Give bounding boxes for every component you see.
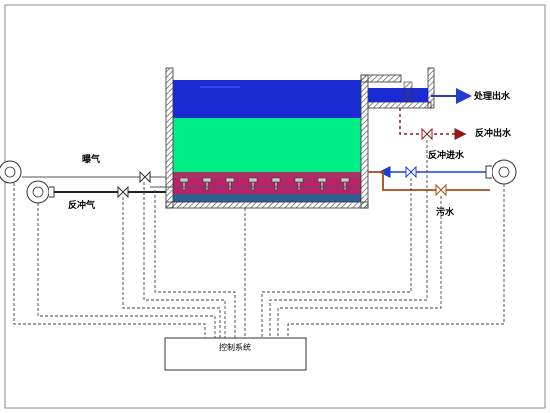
nozzle-layer [173,178,361,194]
tank-floor [165,201,369,209]
label-backwash-air: 反冲气 [68,199,95,211]
label-control: 控制系统 [219,342,251,352]
label-backwash-in: 反冲进水 [428,149,465,161]
blower-icon[interactable] [0,160,22,184]
aeration-line: 曝气 [0,153,166,184]
control-system[interactable]: 控制系统 [164,337,307,371]
backwash-outlet: 反冲出水 [399,108,512,141]
valve-icon[interactable] [405,165,417,179]
filter-tank [150,67,435,209]
valve-icon[interactable] [435,183,447,197]
media-layer [173,118,361,172]
sewage-inlet: 污水 [368,171,490,218]
control-signal-lines [13,140,505,338]
control-box[interactable] [164,337,307,371]
trough-bottom [367,101,432,109]
valve-icon[interactable] [421,127,433,141]
trough-outer-wall [427,67,435,109]
arrow-icon [399,108,467,140]
valve-icon[interactable] [117,185,129,199]
valve-icon[interactable] [139,170,151,184]
treated-outlet: 处理出水 [431,88,511,104]
sewage-pipe [368,171,490,191]
water-layer [173,80,361,118]
label-aeration: 曝气 [82,153,100,165]
trough-top [360,74,402,83]
right-wall [360,74,369,209]
label-sewage: 污水 [436,206,455,218]
support-layer [173,172,361,178]
frame-border [4,4,546,409]
label-treated-out: 处理出水 [473,90,511,102]
left-wall [165,67,174,209]
blower-icon[interactable] [26,180,55,204]
pump-icon[interactable] [485,159,517,185]
nozzle-row [179,177,350,191]
trough-water [368,88,428,102]
bottom-chamber [173,194,361,202]
backwash-air-line: 反冲气 [26,180,166,211]
backwash-inlet: 反冲进水 [378,149,517,185]
label-backwash-out: 反冲出水 [475,127,512,139]
